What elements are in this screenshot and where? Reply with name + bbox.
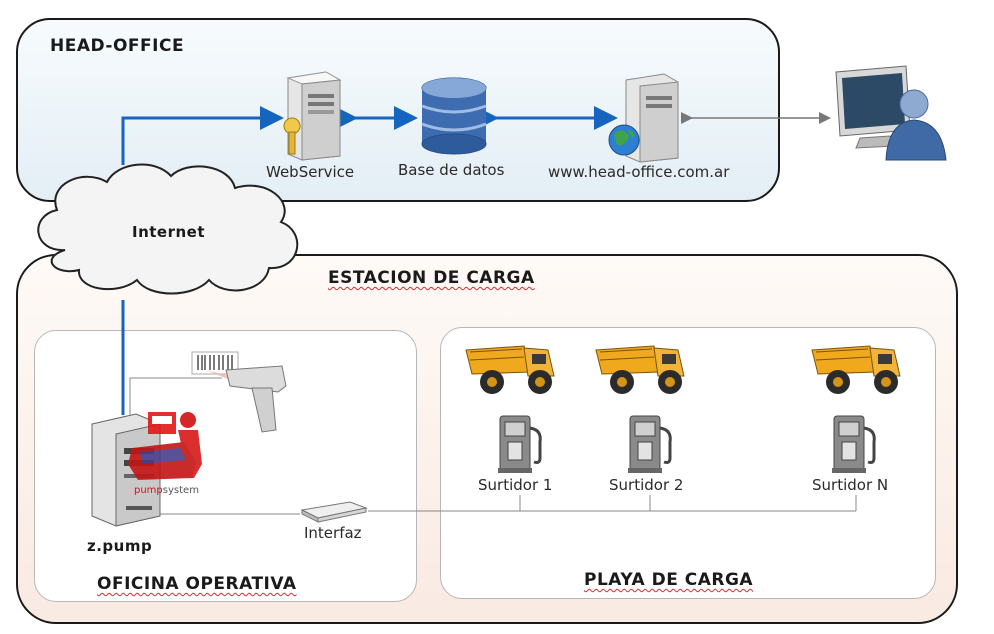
zpump-server-icon[interactable] — [86, 404, 210, 530]
dump-truck-1-icon — [465, 345, 555, 394]
scanner-line — [129, 377, 222, 420]
website-label: www.head-office.com.ar — [548, 163, 730, 181]
dump-truck-n-icon — [811, 345, 901, 394]
oficina-title: OFICINA OPERATIVA — [97, 574, 297, 594]
webservice-label: WebService — [266, 163, 355, 181]
fuel-pump-2-icon[interactable] — [626, 412, 678, 474]
pump-system-logo-text: pumpsystem — [134, 485, 199, 496]
interface-device-icon[interactable] — [298, 498, 370, 526]
user-computer-icon — [835, 65, 947, 161]
pump-bus-line — [368, 495, 857, 512]
surtidor-n-label: Surtidor N — [812, 476, 889, 494]
pump-system-logo-icon — [128, 412, 202, 480]
fuel-pump-1-icon[interactable] — [496, 412, 548, 474]
playa-title: PLAYA DE CARGA — [584, 570, 754, 590]
database-icon[interactable] — [418, 76, 490, 156]
database-label: Base de datos — [398, 161, 505, 179]
estacion-title: ESTACION DE CARGA — [328, 268, 535, 288]
head-office-title: HEAD-OFFICE — [50, 36, 185, 56]
fuel-pump-n-icon[interactable] — [830, 412, 882, 474]
barcode-scanner-icon[interactable] — [190, 350, 290, 434]
interface-label: Interfaz — [304, 524, 362, 542]
internet-label: Internet — [132, 223, 206, 241]
webservice-server-icon[interactable] — [278, 70, 350, 162]
internet-cloud-icon — [37, 163, 299, 295]
logo-system-text: system — [162, 485, 199, 496]
surtidor-1-label: Surtidor 1 — [478, 476, 553, 494]
website-server-icon[interactable] — [606, 72, 686, 164]
surtidor-2-label: Surtidor 2 — [609, 476, 684, 494]
dump-truck-2-icon — [595, 345, 685, 394]
logo-pump-text: pump — [134, 485, 163, 496]
internet-link-line — [121, 106, 284, 165]
zpump-label: z.pump — [87, 537, 153, 555]
